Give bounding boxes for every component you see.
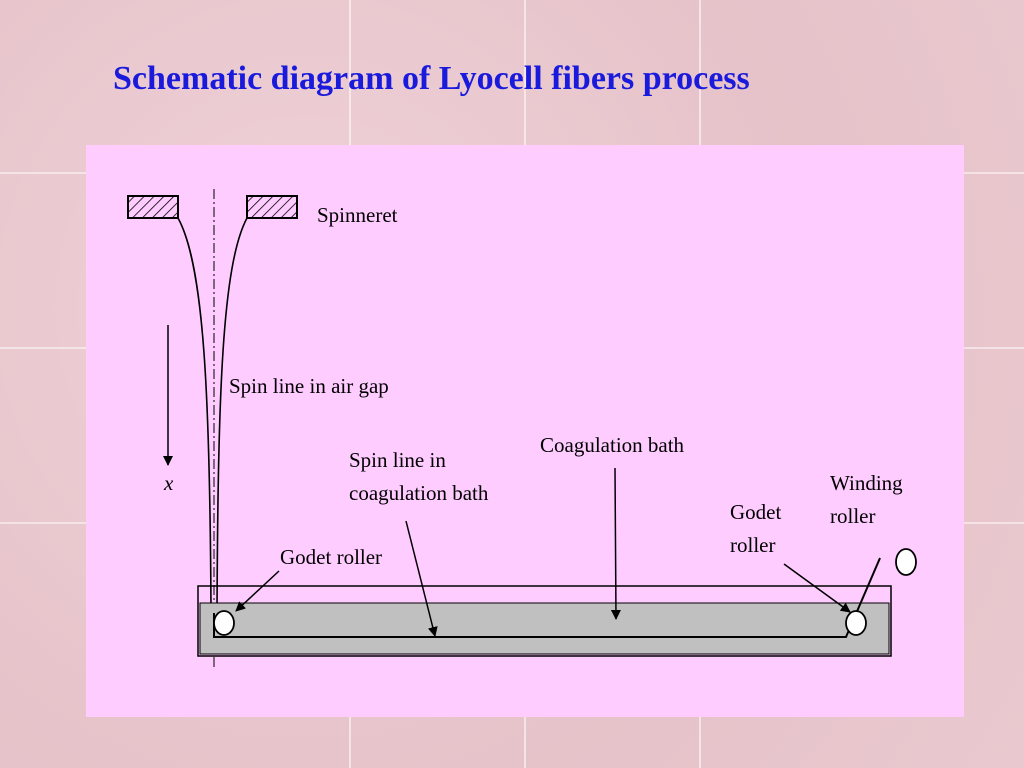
godet-roller-left — [213, 610, 235, 636]
coagulation-bath — [197, 585, 892, 657]
process-diagram — [127, 189, 917, 670]
spin-line-left-curve — [177, 217, 212, 614]
spin-line-bath-label-line2: coagulation bath — [349, 481, 489, 505]
bath-outer-frame — [197, 585, 892, 657]
godet-roller-right-label-line1: Godet — [730, 500, 782, 524]
godet-roller-right-label-line2: roller — [730, 533, 776, 557]
winding-roller-label-line1: Winding — [830, 471, 903, 495]
winding-roller-label-line2: roller — [830, 504, 876, 528]
winding-roller — [895, 548, 917, 576]
godet-roller-right-arrow — [783, 563, 851, 613]
spin-line-air-gap-label: Spin line in air gap — [229, 374, 389, 398]
spin-line-bath-arrow — [405, 520, 438, 637]
godet-roller-right — [845, 610, 867, 636]
slide-title: Schematic diagram of Lyocell fibers proc… — [113, 60, 750, 97]
x-axis-label: x — [164, 471, 174, 495]
godet-roller-left-arrow — [235, 570, 280, 612]
diagram-panel: Spinneret Spin line in air gap x Spin li… — [86, 145, 964, 717]
coagulation-bath-label: Coagulation bath — [540, 433, 685, 457]
spinneret-hatch-left — [128, 196, 178, 218]
coagulation-bath-arrow — [610, 467, 621, 620]
spin-line-right-curve — [216, 217, 248, 614]
spin-line-bath-label-line1: Spin line in — [349, 448, 446, 472]
spinneret-label: Spinneret — [317, 203, 398, 227]
godet-roller-left-label: Godet roller — [280, 545, 383, 569]
spinneret — [127, 195, 298, 219]
bath-liquid — [199, 602, 890, 655]
spinneret-hatch-right — [247, 196, 297, 218]
